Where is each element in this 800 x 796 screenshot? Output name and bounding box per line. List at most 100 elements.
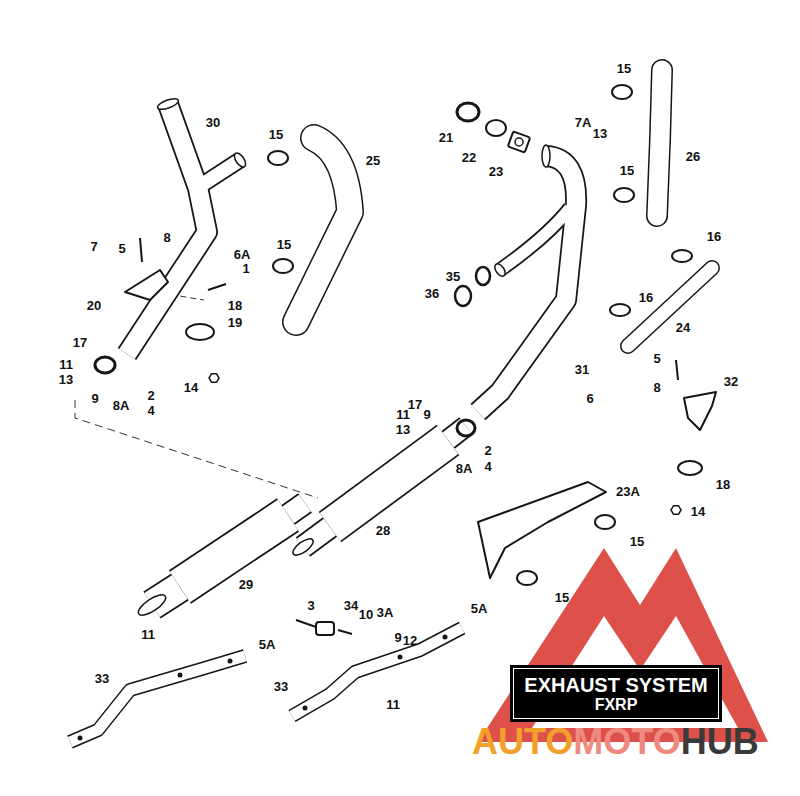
hose-clamp — [672, 250, 692, 262]
callout-number: 3 — [306, 598, 315, 613]
callout-number: 7 — [89, 239, 98, 254]
shield-fill — [296, 138, 350, 322]
bracket — [684, 392, 716, 430]
nut — [209, 374, 219, 383]
rubber-mount — [316, 622, 334, 635]
callout-number: 11 — [140, 627, 156, 642]
pipe-outline — [200, 160, 240, 186]
mount-clamp — [678, 461, 702, 475]
callout-number: 28 — [375, 523, 391, 538]
callout-number: 13 — [592, 126, 608, 141]
nut — [671, 506, 681, 515]
bracket-hole — [78, 736, 83, 741]
hose-clamp — [595, 515, 615, 529]
shield-outline — [657, 70, 662, 216]
callout-number: 8A — [455, 461, 474, 476]
callout-number: 9 — [90, 391, 99, 406]
callout-number: 9 — [422, 407, 431, 422]
bolt — [338, 630, 352, 634]
callout-number: 29 — [238, 577, 254, 592]
callout-number: 4 — [146, 403, 155, 418]
ring — [455, 286, 471, 306]
callout-number: 30 — [205, 115, 221, 130]
muffler-end — [135, 591, 168, 619]
callout-number: 5 — [652, 351, 661, 366]
muffler-end — [290, 536, 315, 558]
pipe-outline — [478, 156, 576, 412]
ring — [476, 267, 490, 285]
pipe-end — [156, 96, 179, 111]
mount-clamp — [186, 324, 214, 340]
pipe-fill — [127, 104, 207, 354]
watermark-text: MOTO — [573, 724, 680, 760]
bracket-outline — [292, 628, 462, 716]
callout-number: 35 — [445, 269, 461, 284]
pipe-fill — [478, 156, 576, 412]
pipe-end — [232, 151, 248, 169]
callout-number: 11 — [385, 697, 401, 712]
clamps — [95, 85, 702, 585]
plate-model: FXRP — [595, 696, 638, 714]
callout-number: 15 — [268, 127, 284, 142]
callout-number: 6A — [233, 247, 252, 262]
hose-clamp — [273, 259, 293, 273]
bolt — [208, 284, 226, 290]
gasket — [457, 103, 479, 121]
callout-number: 5 — [117, 241, 126, 256]
callout-number: 16 — [706, 229, 722, 244]
bracket-hole — [228, 659, 233, 664]
pipe-end — [542, 145, 550, 167]
callout-number: 13 — [395, 422, 411, 437]
flange — [508, 131, 530, 152]
muffler — [290, 426, 466, 558]
pipe-end — [493, 262, 508, 278]
callout-number: 8 — [162, 230, 171, 245]
bolt — [676, 360, 678, 380]
callout-number: 10 — [358, 607, 374, 622]
pipe-fill — [500, 208, 570, 270]
callout-number: 23 — [488, 164, 504, 179]
muffler-fill — [180, 515, 288, 587]
callout-number: 11 — [58, 357, 74, 372]
title-plate: EXHAUST SYSTEMFXRP — [510, 665, 722, 722]
callout-number: 17 — [72, 335, 88, 350]
pipe-clamp — [457, 420, 475, 436]
rear-pipe — [478, 145, 576, 412]
dashed-line — [75, 400, 318, 498]
bolt — [140, 238, 142, 262]
callout-number: 9 — [393, 630, 402, 645]
heat-shield — [628, 268, 712, 346]
hose-clamp — [610, 304, 630, 316]
hose-clamp — [612, 85, 632, 99]
callout-number: 4 — [483, 459, 492, 474]
gasket — [486, 120, 506, 136]
callout-number: 23A — [615, 484, 641, 499]
heat-shield — [657, 70, 662, 216]
callout-number: 14 — [183, 380, 199, 395]
callout-number: 18 — [227, 298, 243, 313]
shield-outline — [296, 138, 350, 322]
callout-number: 2 — [483, 443, 492, 458]
heat-shield — [478, 482, 606, 578]
callout-number: 36 — [424, 286, 440, 301]
muffler-fill — [288, 503, 305, 515]
callout-number: 5A — [258, 637, 277, 652]
muffler — [135, 503, 305, 619]
bracket-fill — [70, 656, 245, 742]
muffler-fill — [330, 440, 448, 527]
callout-number: 18 — [715, 477, 731, 492]
callout-number: 15 — [616, 61, 632, 76]
callout-number: 8A — [112, 398, 131, 413]
flange-hole — [515, 138, 523, 146]
pipe-clamp — [95, 357, 115, 373]
callout-number: 8 — [652, 380, 661, 395]
bracket-fill — [292, 628, 462, 716]
bolt — [296, 620, 316, 627]
callout-number: 32 — [723, 374, 739, 389]
callout-number: 14 — [690, 504, 706, 519]
front-pipe — [127, 96, 248, 354]
callout-number: 33 — [94, 671, 110, 686]
callout-number: 1 — [241, 261, 250, 276]
pipe-fill — [200, 160, 240, 186]
